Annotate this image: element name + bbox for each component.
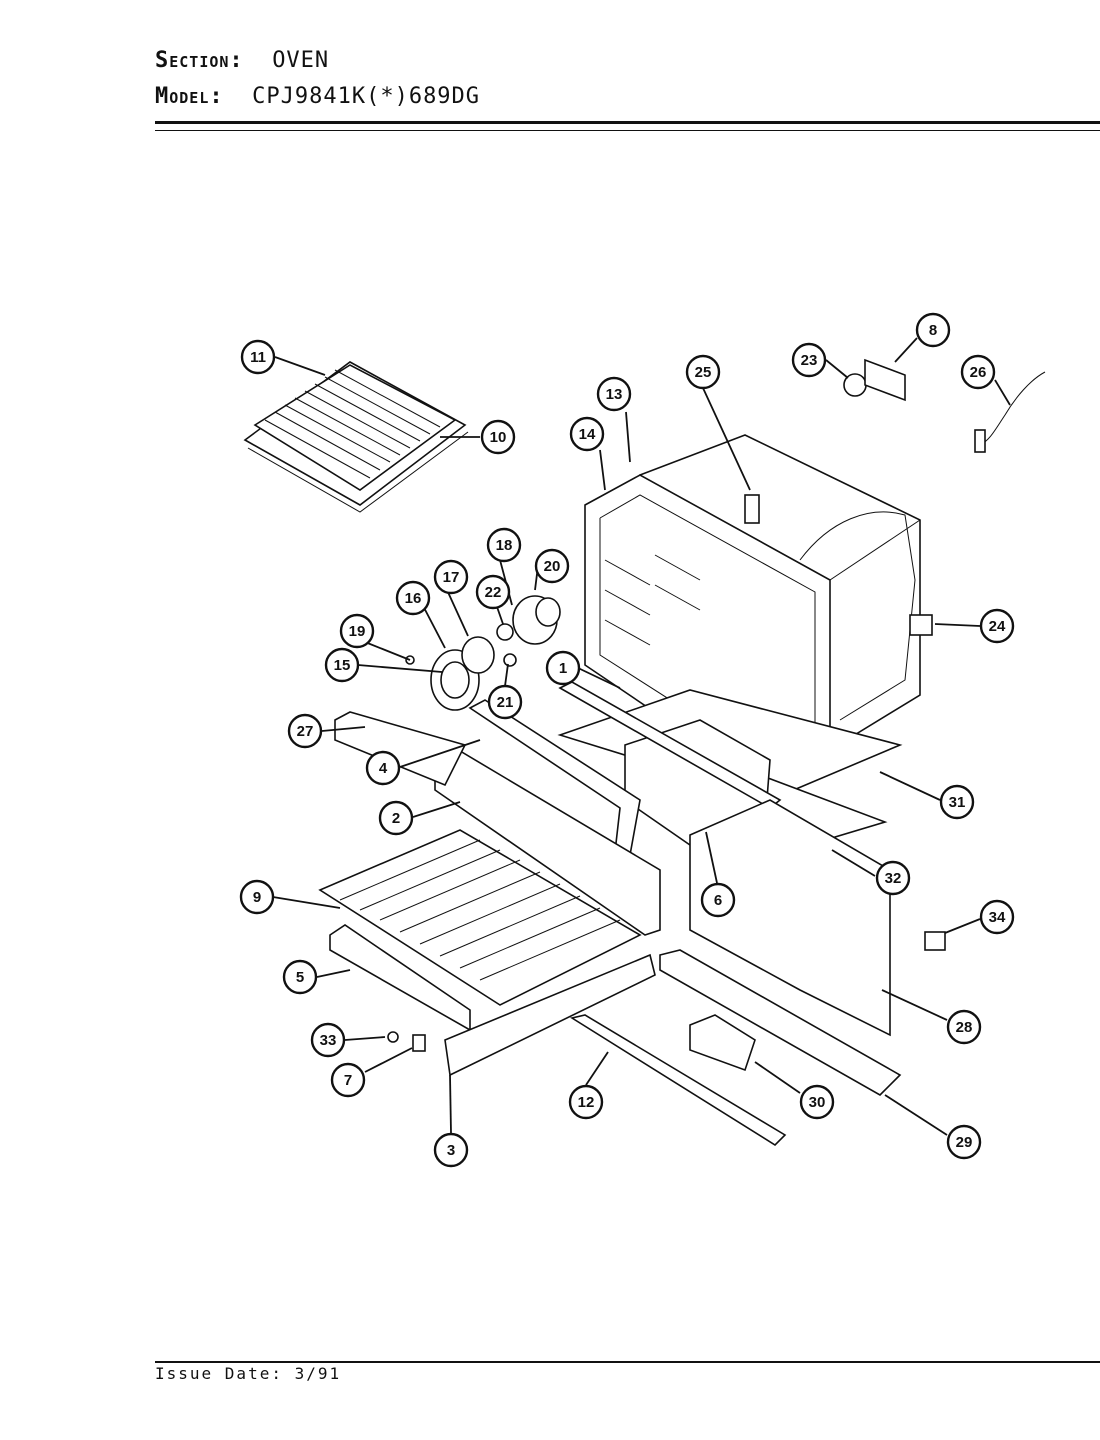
callout-10: 10 <box>480 419 516 455</box>
callout-28: 28 <box>946 1009 982 1045</box>
broiler-pan <box>329 924 471 1032</box>
callout-label: 27 <box>297 723 314 740</box>
callout-21: 21 <box>487 684 523 720</box>
connector-24 <box>909 614 933 636</box>
model-label: Model: <box>155 84 224 109</box>
callout-label: 6 <box>714 892 722 909</box>
header-rule-thin <box>155 130 1100 131</box>
callout-2: 2 <box>378 800 414 836</box>
connector-26 <box>974 429 986 453</box>
callout-label: 16 <box>405 590 422 607</box>
callout-5: 5 <box>282 959 318 995</box>
callout-label: 24 <box>989 618 1006 635</box>
callout-26: 26 <box>960 354 996 390</box>
callout-label: 5 <box>296 969 304 986</box>
callout-label: 31 <box>949 794 966 811</box>
callout-label: 17 <box>443 569 460 586</box>
callout-19: 19 <box>339 613 375 649</box>
part-34 <box>924 931 946 951</box>
callout-16: 16 <box>395 580 431 616</box>
burner-assembly <box>405 595 561 711</box>
rail-29 <box>659 949 902 1096</box>
callout-4: 4 <box>365 750 401 786</box>
callout-label: 15 <box>334 657 351 674</box>
callout-label: 29 <box>956 1134 973 1151</box>
callout-31: 31 <box>939 784 975 820</box>
callout-label: 13 <box>606 386 623 403</box>
callout-7: 7 <box>330 1062 366 1098</box>
callout-17: 17 <box>433 559 469 595</box>
callout-24: 24 <box>979 608 1015 644</box>
callout-18: 18 <box>486 527 522 563</box>
callout-label: 32 <box>885 870 902 887</box>
callout-label: 9 <box>253 889 261 906</box>
callout-25: 25 <box>685 354 721 390</box>
part-33 <box>387 1031 399 1043</box>
callout-33: 33 <box>310 1022 346 1058</box>
panel-28 <box>689 799 891 1037</box>
wire-26 <box>979 371 1046 446</box>
callout-label: 1 <box>559 660 567 677</box>
rail-12 <box>569 1014 787 1147</box>
callout-label: 34 <box>989 909 1006 926</box>
callout-label: 20 <box>544 558 561 575</box>
callout-15: 15 <box>324 647 360 683</box>
broiler-rack <box>318 829 642 1006</box>
callout-label: 33 <box>320 1032 337 1049</box>
callout-label: 30 <box>809 1094 826 1111</box>
callout-11: 11 <box>240 339 276 375</box>
section-label: Section: <box>155 48 244 73</box>
section-value: OVEN <box>272 48 330 73</box>
callout-label: 4 <box>379 760 388 777</box>
plate-27 <box>334 711 467 787</box>
callout-1: 1 <box>545 650 581 686</box>
callout-8: 8 <box>915 312 951 348</box>
callout-label: 10 <box>490 429 507 446</box>
callout-12: 12 <box>568 1084 604 1120</box>
bracket-8 <box>864 358 906 402</box>
callout-34: 34 <box>979 899 1015 935</box>
callout-29: 29 <box>946 1124 982 1160</box>
part-7 <box>412 1034 426 1052</box>
callout-label: 28 <box>956 1019 973 1036</box>
callout-label: 7 <box>344 1072 352 1089</box>
callout-20: 20 <box>534 548 570 584</box>
callout-27: 27 <box>287 713 323 749</box>
callout-label: 26 <box>970 364 987 381</box>
model-heading: Model: CPJ9841K(*)689DG <box>155 84 480 109</box>
callout-label: 12 <box>578 1094 595 1111</box>
rail-3 <box>444 953 656 1077</box>
callout-label: 25 <box>695 364 712 381</box>
oven-rack-pair <box>243 361 469 513</box>
footer-rule <box>155 1361 1100 1363</box>
header-rule-thick <box>155 121 1100 124</box>
callout-9: 9 <box>239 879 275 915</box>
callout-label: 11 <box>250 349 266 366</box>
callout-6: 6 <box>700 882 736 918</box>
callout-label: 23 <box>801 352 818 369</box>
box-30 <box>689 1014 756 1072</box>
callout-label: 2 <box>392 810 400 827</box>
callout-label: 8 <box>929 322 937 339</box>
callout-label: 21 <box>497 694 514 711</box>
callout-label: 14 <box>579 426 596 443</box>
issue-date: Issue Date: 3/91 <box>155 1364 342 1383</box>
callout-32: 32 <box>875 860 911 896</box>
callout-label: 19 <box>349 623 366 640</box>
callout-30: 30 <box>799 1084 835 1120</box>
callout-label: 3 <box>447 1142 455 1159</box>
model-value: CPJ9841K(*)689DG <box>252 84 481 109</box>
callout-13: 13 <box>596 376 632 412</box>
callout-label: 22 <box>485 584 502 601</box>
callout-label: 18 <box>496 537 513 554</box>
callout-23: 23 <box>791 342 827 378</box>
callout-22: 22 <box>475 574 511 610</box>
callout-14: 14 <box>569 416 605 452</box>
callout-3: 3 <box>433 1132 469 1168</box>
section-heading: Section: OVEN <box>155 48 329 73</box>
